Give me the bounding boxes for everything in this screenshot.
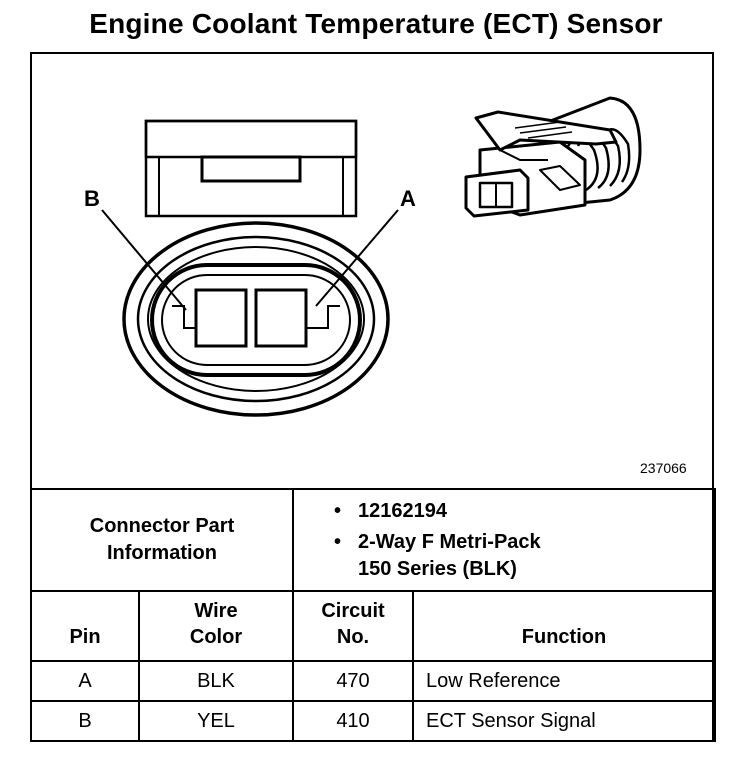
function-cell: ECT Sensor Signal: [412, 700, 716, 742]
connector-drawing: B A: [84, 96, 642, 417]
part-number: 12162194: [334, 498, 714, 525]
pin-b-leader-line: [101, 209, 187, 311]
header-function: Function: [412, 590, 716, 662]
header-pin: Pin: [30, 590, 140, 662]
latch-tab: [474, 110, 618, 152]
pin-b-label: B: [84, 186, 100, 211]
table-row: B YEL 410 ECT Sensor Signal: [30, 700, 716, 742]
connector-part-row: Connector Part Information 12162194 2-Wa…: [30, 488, 716, 592]
connector-part-label: Connector Part Information: [30, 488, 294, 592]
circuit-cell: 470: [292, 660, 414, 702]
connector-isometric-view: [464, 96, 642, 218]
pin-a-cavity: [254, 288, 308, 348]
header-wire-color: Wire Color: [138, 590, 294, 662]
pin-a-label: A: [400, 186, 416, 211]
latch-window: [200, 155, 302, 183]
circuit-cell: 410: [292, 700, 414, 742]
pin-b-cavity: [194, 288, 248, 348]
figure-id: 237066: [640, 460, 687, 476]
connector-description: 2-Way F Metri-Pack 150 Series (BLK): [334, 529, 714, 583]
wire-color-cell: YEL: [138, 700, 294, 742]
connector-face-view: [101, 119, 399, 417]
diagram-title: Engine Coolant Temperature (ECT) Sensor: [89, 8, 663, 39]
pin-a-leader-line: [315, 209, 399, 307]
pin-cell: A: [30, 660, 140, 702]
pin-cell: B: [30, 700, 140, 742]
table-row: A BLK 470 Low Reference: [30, 660, 716, 702]
function-cell: Low Reference: [412, 660, 716, 702]
seal-ring: [150, 263, 362, 377]
wire-color-cell: BLK: [138, 660, 294, 702]
outer-shell-ring: [122, 221, 390, 417]
latch-housing: [144, 119, 358, 159]
header-circuit-no: Circuit No.: [292, 590, 414, 662]
diagram-frame: [30, 52, 714, 742]
connector-part-details: 12162194 2-Way F Metri-Pack 150 Series (…: [292, 488, 716, 592]
pin-table-header: Pin Wire Color Circuit No. Function: [30, 590, 716, 662]
connector-info-table: Connector Part Information 12162194 2-Wa…: [30, 488, 716, 742]
